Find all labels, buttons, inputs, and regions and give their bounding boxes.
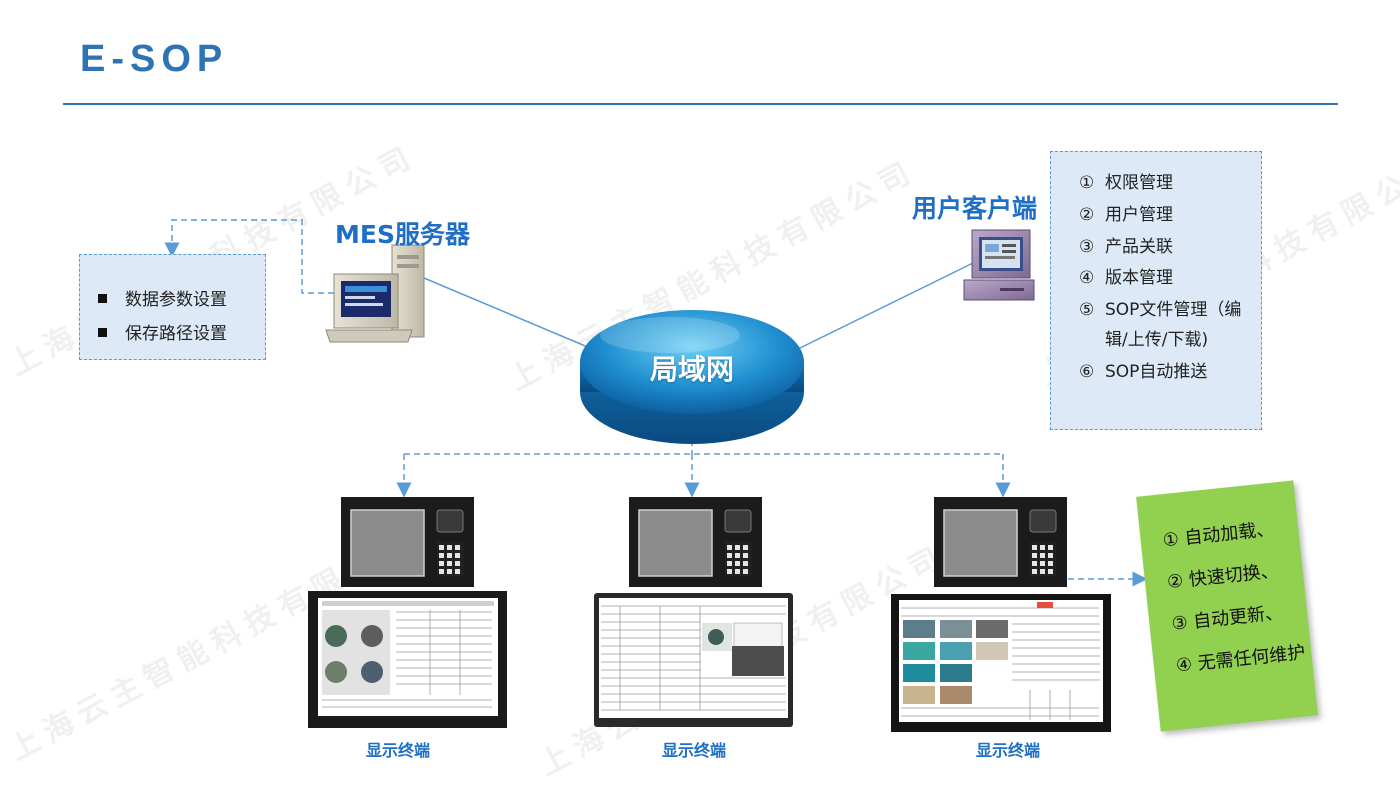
client-computer-icon [963, 229, 1035, 301]
mes-server-title: MES服务器 [335, 220, 470, 249]
client-function-item: 辑/上传/下载) [1105, 330, 1209, 350]
terminal-label: 显示终端 [366, 741, 431, 760]
title-divider [63, 103, 1338, 105]
page-title: E-SOP [80, 38, 229, 80]
lan-disc [580, 310, 804, 444]
lan-label: 局域网 [649, 353, 734, 386]
mes-setting-label: 数据参数设置 [125, 290, 227, 310]
terminal-device [629, 497, 762, 587]
features-note: ① 自动加载、 ② 快速切换、 ③ 自动更新、 ④ 无需任何维护 [1136, 480, 1318, 732]
mes-settings-box: 数据参数设置 保存路径设置 [79, 254, 266, 360]
client-network-link [795, 261, 976, 351]
terminal-device [341, 497, 474, 587]
feature-item: ② 快速切换、 [1166, 560, 1280, 594]
mes-setting-label: 保存路径设置 [125, 324, 227, 344]
mes-to-settings-connector [164, 219, 334, 294]
client-title: 用户客户端 [912, 194, 1038, 223]
feature-item: ③ 自动更新、 [1170, 602, 1284, 635]
terminal-screen-document [594, 593, 793, 727]
terminal-screen-document [891, 594, 1111, 732]
bullet-icon [98, 294, 107, 303]
bullet-icon [98, 328, 107, 337]
feature-item: ① 自动加载、 [1161, 518, 1276, 552]
terminal-label: 显示终端 [662, 741, 727, 760]
mes-setting-item: 数据参数设置 [98, 285, 227, 310]
terminal-label: 显示终端 [976, 741, 1041, 760]
terminal-screen-document [308, 591, 507, 728]
mes-setting-item: 保存路径设置 [98, 319, 227, 344]
mes-network-link [404, 269, 591, 349]
terminal-device [934, 497, 1067, 587]
mes-server-icon [325, 244, 425, 343]
feature-item: ④ 无需任何维护 [1174, 642, 1307, 677]
